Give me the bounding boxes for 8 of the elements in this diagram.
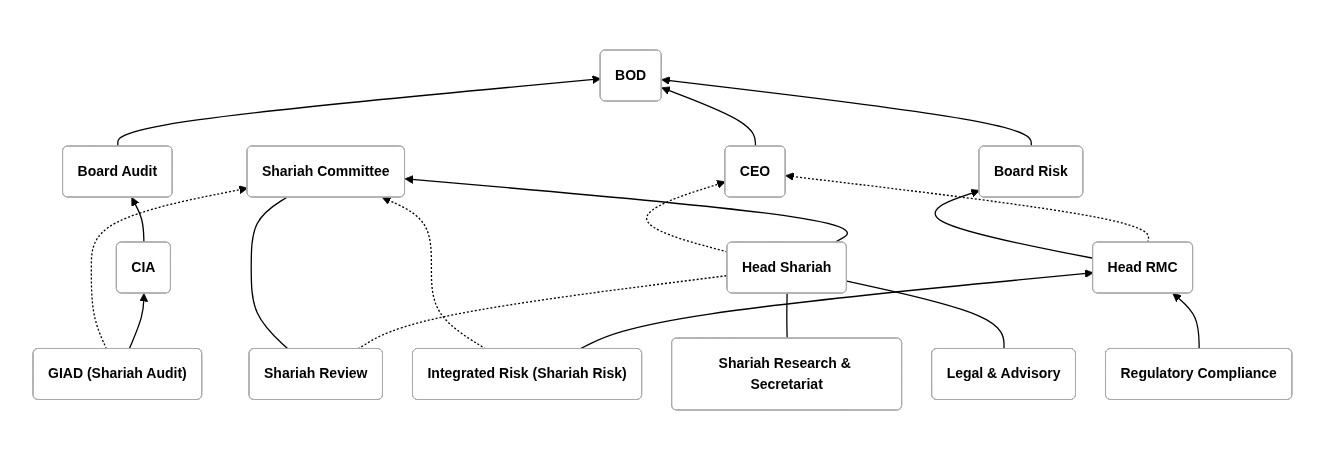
arrow (660, 75, 1032, 147)
connector (785, 292, 788, 339)
arrow (116, 74, 601, 147)
arrow (660, 86, 756, 147)
arrow (130, 196, 145, 243)
arrow (934, 188, 1094, 259)
arrow (404, 174, 848, 243)
node-text: Integrated Risk (Shariah Risk) (427, 364, 627, 381)
